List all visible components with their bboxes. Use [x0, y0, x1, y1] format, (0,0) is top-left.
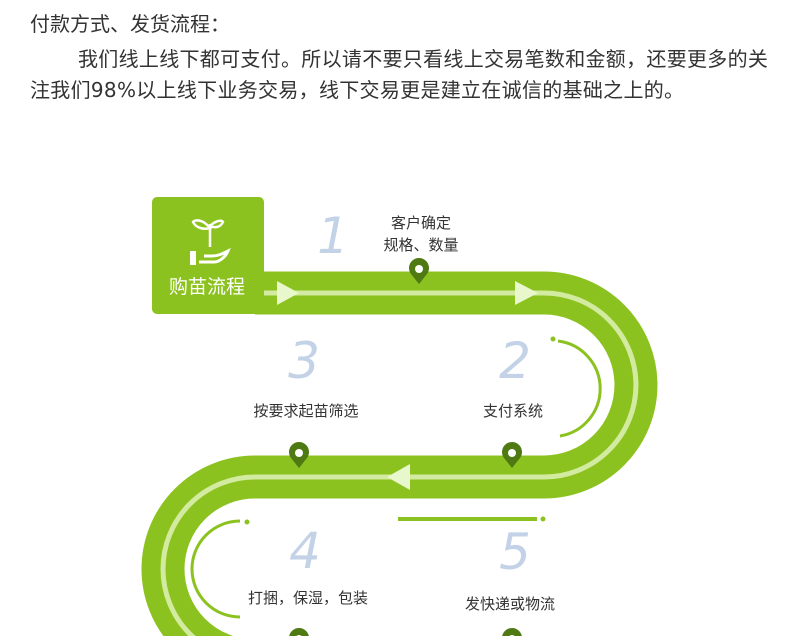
step-label: 客户确定 [391, 214, 451, 232]
step-number: 1 [317, 207, 349, 265]
step-number: 3 [288, 332, 320, 390]
decor-arc [557, 339, 602, 438]
step-number: 5 [499, 523, 531, 581]
location-pin-icon [289, 442, 309, 468]
decor-arc [190, 519, 241, 619]
step-number: 2 [499, 332, 531, 390]
arrow-right-icon [515, 281, 538, 305]
location-pin-icons [289, 258, 522, 636]
location-pin-icon [502, 442, 522, 468]
flow-road-stripe [160, 290, 639, 636]
flow-road [141, 271, 658, 636]
step-label: 按要求起苗筛选 [253, 402, 358, 420]
location-pin-icon [409, 258, 429, 284]
flow-box-label: 购苗流程 [169, 276, 245, 298]
location-pin-icon [289, 628, 309, 636]
arrow-right-icon [277, 281, 299, 305]
step-label: 支付系统 [483, 402, 543, 420]
step-number: 4 [289, 522, 321, 580]
step-label: 规格、数量 [383, 236, 458, 254]
section-title: 付款方式、发货流程： [30, 12, 230, 36]
step-label: 打捆，保湿，包装 [248, 589, 368, 607]
location-pin-icon [502, 628, 522, 636]
step-label: 发快递或物流 [465, 595, 555, 613]
sprout-hand-icon [190, 219, 231, 265]
intro-paragraph: 我们线上线下都可支付。所以请不要只看线上交易笔数和金额，还要更多的关注我们98%… [30, 47, 769, 102]
arrow-left-icon [387, 464, 410, 490]
